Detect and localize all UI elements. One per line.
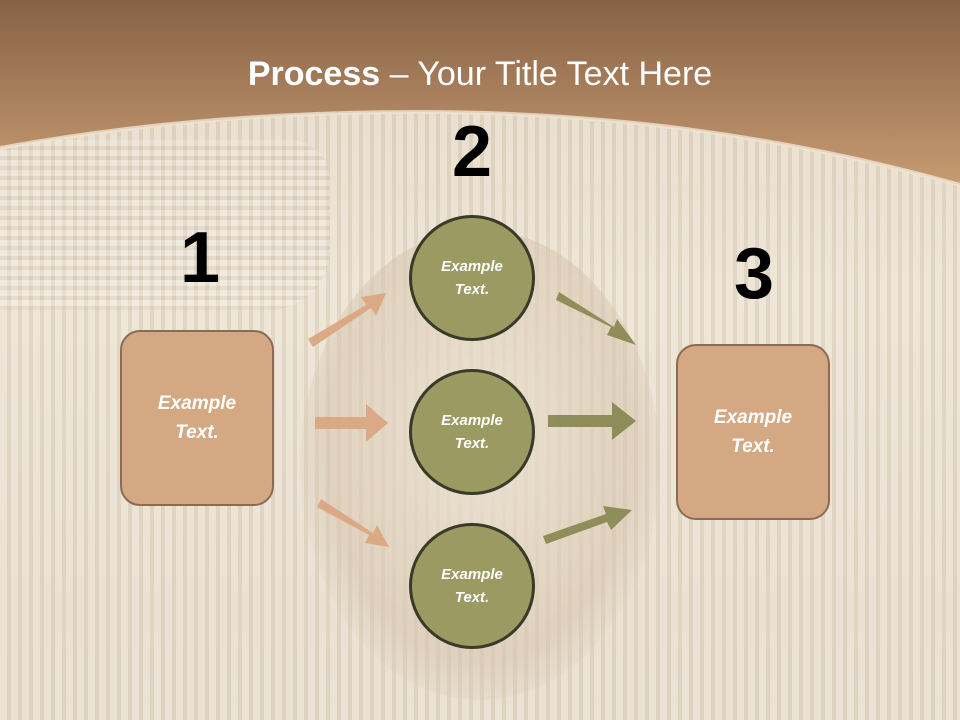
left-box-line1: Example bbox=[157, 393, 237, 414]
circle-step-middle: Example Text. bbox=[409, 369, 535, 495]
circle-step-top: Example Text. bbox=[409, 215, 535, 341]
arrow-right-up bbox=[556, 292, 636, 345]
right-box-line1: Example bbox=[713, 407, 793, 428]
circle-middle-line1: Example bbox=[441, 412, 503, 429]
left-step-box: Example Text. bbox=[120, 330, 274, 506]
circle-top-line2: Text. bbox=[454, 281, 490, 298]
step-number-3: 3 bbox=[733, 234, 775, 314]
circle-step-bottom: Example Text. bbox=[409, 523, 535, 649]
circle-top-line1: Example bbox=[441, 258, 503, 275]
title-rest: – Your Title Text Here bbox=[380, 55, 713, 93]
left-box-line2: Text. bbox=[175, 422, 219, 443]
right-step-box: Example Text. bbox=[676, 344, 830, 520]
step-number-1: 1 bbox=[179, 218, 221, 298]
right-box-line2: Text. bbox=[731, 436, 775, 457]
title-bold: Process bbox=[247, 55, 381, 93]
arrow-right-down bbox=[543, 506, 632, 544]
arrow-left-mid bbox=[315, 404, 388, 442]
circle-bottom-line2: Text. bbox=[454, 589, 490, 606]
arrow-left-down bbox=[317, 499, 389, 547]
towel-image bbox=[0, 140, 330, 310]
page-title: Process – Your Title Text Here bbox=[0, 52, 960, 96]
circle-middle-line2: Text. bbox=[454, 435, 490, 452]
arrow-left-up bbox=[308, 293, 386, 347]
step-number-2: 2 bbox=[451, 112, 493, 192]
header-band bbox=[0, 0, 960, 187]
circle-bottom-line1: Example bbox=[441, 566, 503, 583]
arrow-right-mid bbox=[548, 402, 636, 440]
